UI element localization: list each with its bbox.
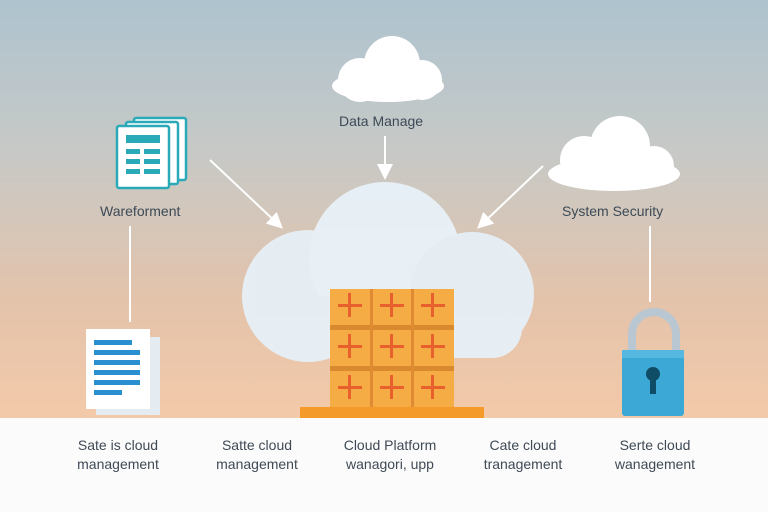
caption-1-line2: management — [77, 456, 159, 472]
document-icon — [86, 329, 160, 415]
caption-3-line2: wanagori, upp — [346, 456, 434, 472]
caption-2: Satte cloud management — [182, 436, 332, 474]
caption-5: Serte cloud wanagement — [580, 436, 730, 474]
caption-4-line2: tranagement — [483, 456, 563, 472]
caption-3-line1: Cloud Platform — [343, 437, 437, 453]
caption-5-line1: Serte cloud — [619, 437, 691, 453]
caption-4: Cate cloud tranagement — [448, 436, 598, 474]
caption-3: Cloud Platform wanagori, upp — [315, 436, 465, 474]
caption-5-line2: wanagement — [614, 456, 696, 472]
label-data-manage: Data Manage — [339, 113, 424, 129]
forms-icon — [115, 116, 188, 190]
top-cloud-icon — [332, 36, 444, 102]
label-wareforment: Wareforment — [100, 203, 181, 219]
server-stack-icon — [300, 289, 484, 418]
label-system-security: System Security — [562, 203, 664, 219]
connector-left-diagonal — [209, 159, 283, 229]
caption-panel — [0, 418, 768, 512]
connector-right-diagonal — [477, 165, 544, 229]
caption-2-line1: Satte cloud — [221, 437, 293, 453]
caption-2-line2: management — [216, 456, 298, 472]
caption-1-line1: Sate is cloud — [77, 437, 159, 453]
right-cloud-icon — [548, 116, 680, 191]
caption-1: Sate is cloud management — [43, 436, 193, 474]
caption-4-line1: Cate cloud — [489, 437, 557, 453]
padlock-icon — [622, 308, 684, 416]
